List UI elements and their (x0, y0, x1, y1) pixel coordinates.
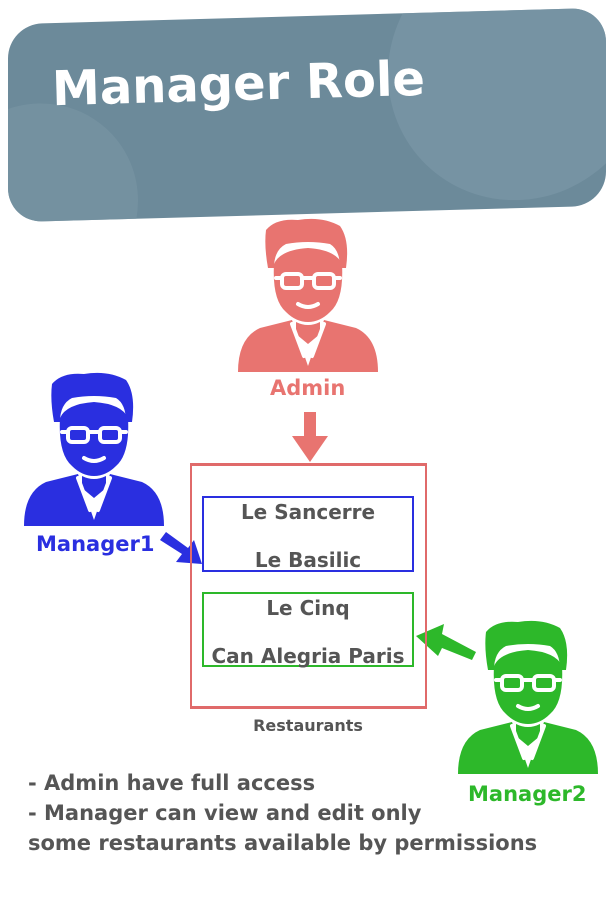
admin-person-icon (238, 218, 378, 372)
admin-arrow (292, 412, 328, 462)
note-line: - Manager can view and edit only (28, 801, 422, 825)
banner-decoration (8, 100, 138, 223)
manager2-restaurants-box: Le Cinq Can Alegria Paris (202, 592, 414, 668)
restaurants-container (190, 463, 427, 709)
manager1-label: Manager1 (36, 532, 155, 556)
notes: - Admin have full access - Manager can v… (28, 768, 537, 858)
restaurant-le-cinq: Le Cinq (266, 596, 350, 620)
restaurant-le-sancerre: Le Sancerre (240, 500, 376, 524)
manager2-arrow (416, 624, 476, 660)
restaurant-can-alegria-paris: Can Alegria Paris (211, 644, 405, 668)
admin-label: Admin (270, 376, 346, 400)
note-line: - Admin have full access (28, 771, 316, 795)
manager2-label: Manager2 (468, 782, 587, 806)
manager1-person-icon (24, 372, 164, 526)
restaurant-le-basilic: Le Basilic (254, 548, 362, 572)
note-line: some restaurants available by permission… (28, 831, 538, 855)
manager2-person-icon (458, 620, 598, 774)
page-title: Manager Role (51, 50, 426, 118)
restaurants-caption: Restaurants (253, 716, 363, 735)
manager1-restaurants-box: Le Sancerre Le Basilic (202, 496, 414, 572)
